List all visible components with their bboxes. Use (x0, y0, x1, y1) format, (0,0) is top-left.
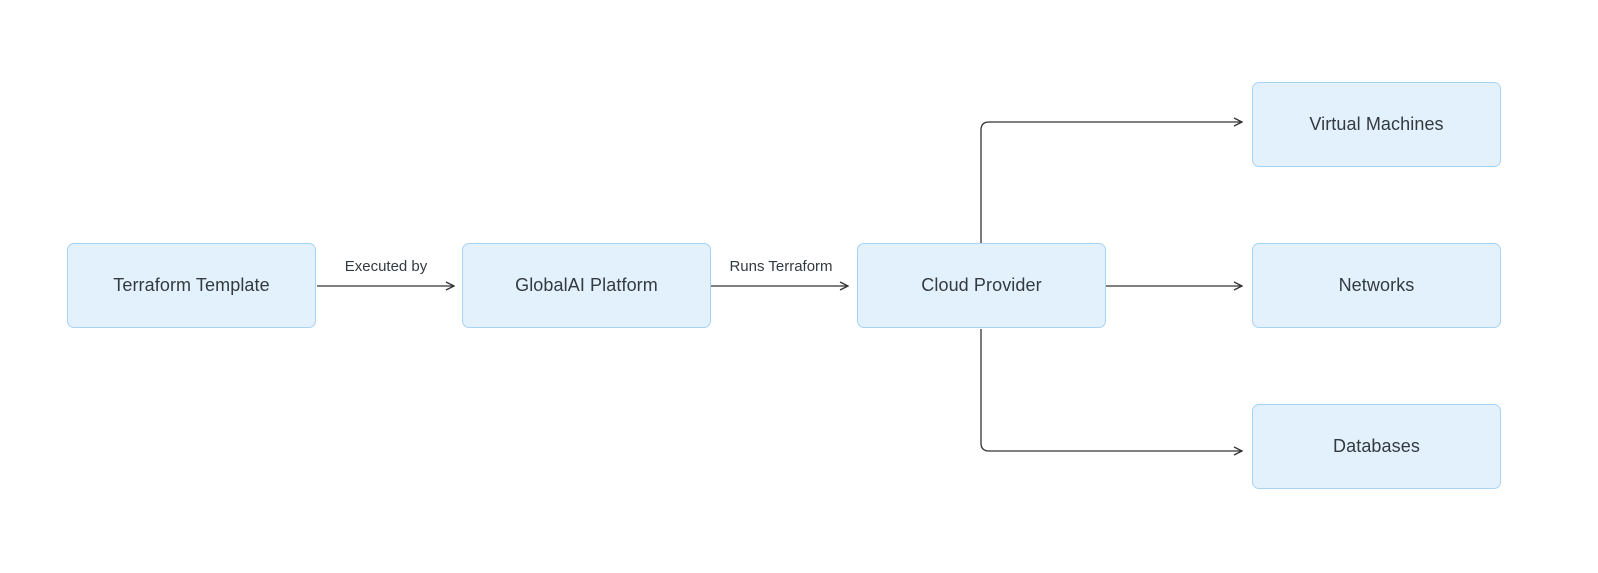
edge-to-virtual-machines (980, 122, 1242, 243)
node-label: Networks (1338, 275, 1415, 295)
node-label: Terraform Template (113, 275, 270, 295)
node-networks[interactable]: Networks (1252, 243, 1501, 328)
node-terraform-template[interactable]: Terraform Template (67, 243, 316, 328)
node-virtual-machines[interactable]: Virtual Machines (1252, 82, 1501, 167)
node-globalai-platform[interactable]: GlobalAI Platform (462, 243, 711, 328)
node-databases[interactable]: Databases (1252, 404, 1501, 489)
node-label: Virtual Machines (1309, 114, 1444, 134)
node-label: GlobalAI Platform (515, 275, 658, 295)
edge-label-runs-terraform: Runs Terraform (729, 258, 833, 275)
edge-to-databases (980, 329, 1242, 451)
node-cloud-provider[interactable]: Cloud Provider (857, 243, 1106, 328)
edge-label-executed-by: Executed by (344, 258, 428, 275)
node-label: Cloud Provider (921, 275, 1042, 295)
node-label: Databases (1333, 436, 1420, 456)
